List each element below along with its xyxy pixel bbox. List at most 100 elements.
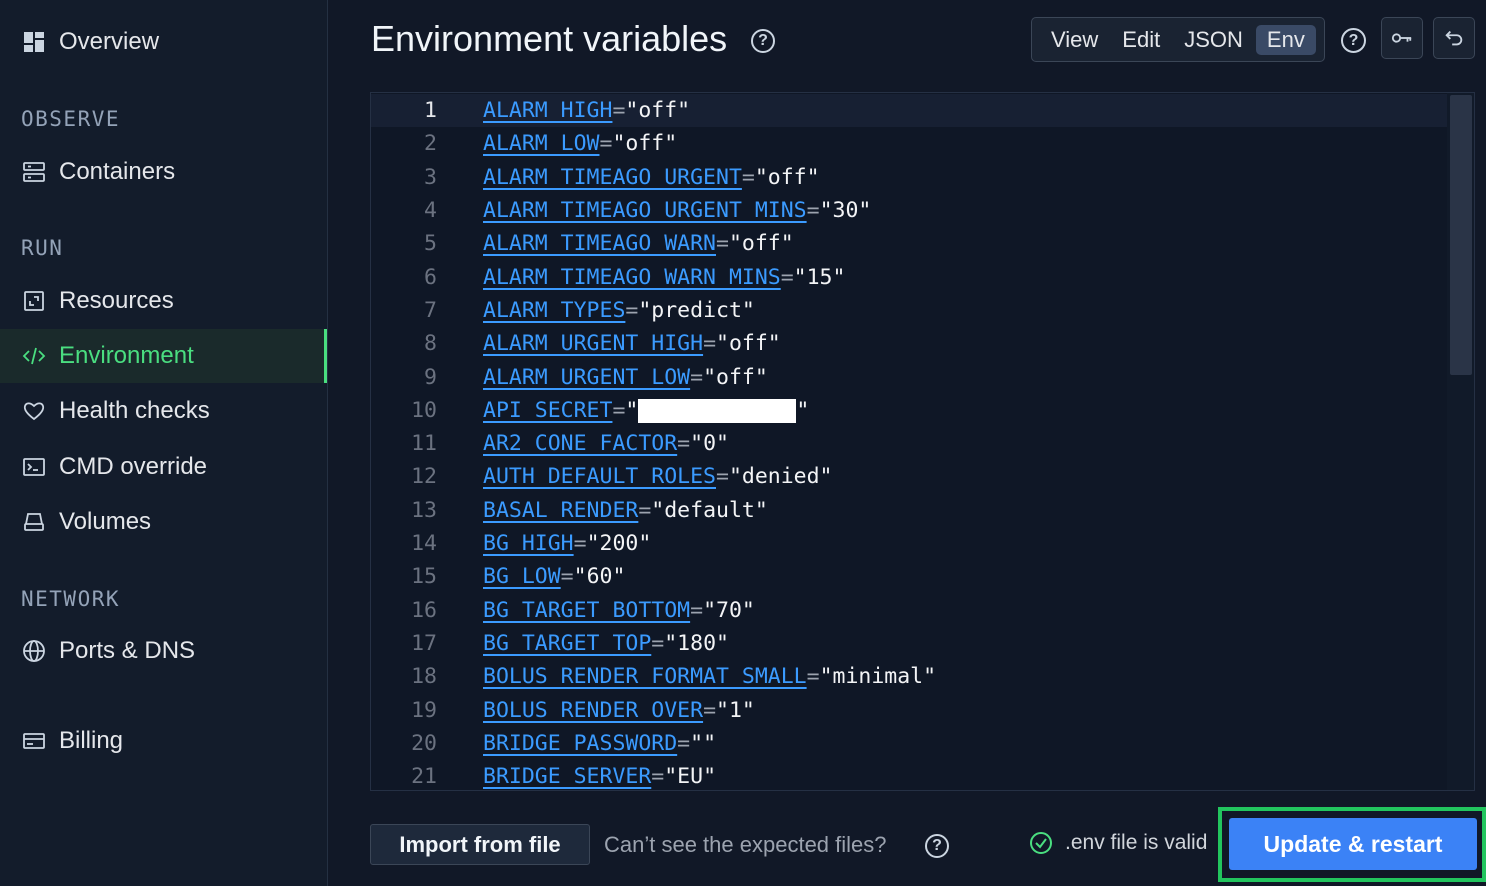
sidebar-item-label: Billing — [59, 727, 124, 754]
equals-sign: = — [638, 497, 652, 523]
env-entry[interactable]: ALARM_TIMEAGO_URGENT="off" — [483, 165, 820, 190]
editor-scrollbar[interactable] — [1447, 93, 1474, 790]
tab-json[interactable]: JSON — [1184, 26, 1243, 52]
code-line[interactable]: 13 BASAL_RENDER="default" — [371, 494, 1449, 527]
env-value: "200" — [586, 531, 652, 557]
sidebar-item-resources[interactable]: Resources — [0, 274, 327, 328]
env-entry[interactable]: BRIDGE_PASSWORD="" — [483, 731, 716, 756]
line-number: 6 — [424, 264, 437, 290]
equals-sign: = — [612, 98, 626, 124]
code-line[interactable]: 17 BG_TARGET_TOP="180" — [371, 627, 1449, 660]
line-number: 17 — [411, 630, 437, 656]
sidebar-item-billing[interactable]: Billing — [0, 714, 327, 768]
tab-env[interactable]: Env — [1255, 24, 1316, 55]
env-entry[interactable]: ALARM_TYPES="predict" — [483, 298, 755, 323]
env-key: ALARM_TIMEAGO_WARN_MINS — [483, 264, 781, 290]
sidebar-item-cmd-override[interactable]: CMD override — [0, 440, 327, 494]
resize-icon — [21, 288, 47, 314]
env-entry[interactable]: BG_TARGET_BOTTOM="70" — [483, 598, 755, 623]
equals-sign: = — [780, 264, 794, 290]
env-entry[interactable]: ALARM_URGENT_LOW="off" — [483, 365, 768, 390]
scrollbar-thumb[interactable] — [1450, 95, 1472, 375]
help-icon[interactable]: ? — [1341, 28, 1366, 53]
env-value: "denied" — [728, 464, 833, 490]
env-value: "15" — [793, 264, 846, 290]
code-line[interactable]: 12 AUTH_DEFAULT_ROLES="denied" — [371, 460, 1449, 493]
equals-sign: = — [625, 297, 639, 323]
help-icon[interactable]: ? — [751, 29, 775, 53]
env-entry[interactable]: BG_HIGH="200" — [483, 531, 651, 556]
env-entry[interactable]: ALARM_TIMEAGO_WARN_MINS="15" — [483, 265, 845, 290]
code-line[interactable]: 4 ALARM_TIMEAGO_URGENT_MINS="30" — [371, 194, 1449, 227]
env-entry[interactable]: API_SECRET="" — [483, 398, 809, 423]
tab-edit[interactable]: Edit — [1122, 26, 1161, 52]
env-key: ALARM_TIMEAGO_URGENT — [483, 164, 742, 190]
env-key: BG_LOW — [483, 564, 561, 590]
env-entry[interactable]: ALARM_HIGH="off" — [483, 98, 690, 123]
sidebar-item-overview[interactable]: Overview — [0, 15, 327, 69]
env-entry[interactable]: BRIDGE_SERVER="EU" — [483, 764, 716, 789]
env-entry[interactable]: BOLUS_RENDER_FORMAT_SMALL="minimal" — [483, 664, 936, 689]
help-icon[interactable]: ? — [925, 834, 949, 858]
env-entry[interactable]: AUTH_DEFAULT_ROLES="denied" — [483, 464, 833, 489]
section-label-run: RUN — [21, 236, 64, 260]
env-value: "70" — [703, 597, 755, 623]
missing-files-hint[interactable]: Can’t see the expected files? — [604, 832, 887, 857]
env-value: "30" — [819, 198, 872, 224]
env-value: "" — [690, 730, 717, 756]
tab-view[interactable]: View — [1051, 26, 1099, 52]
env-entry[interactable]: BG_LOW="60" — [483, 564, 625, 589]
env-key: ALARM_URGENT_HIGH — [483, 331, 704, 357]
line-number: 5 — [424, 231, 437, 257]
undo-button[interactable] — [1433, 17, 1475, 59]
env-entry[interactable]: ALARM_TIMEAGO_URGENT_MINS="30" — [483, 198, 871, 223]
env-entry[interactable]: ALARM_LOW="off" — [483, 131, 677, 156]
env-entry[interactable]: AR2_CONE_FACTOR="0" — [483, 431, 729, 456]
import-from-file-button[interactable]: Import from file — [370, 824, 590, 865]
code-line[interactable]: 6 ALARM_TIMEAGO_WARN_MINS="15" — [371, 261, 1449, 294]
sidebar-item-ports-dns[interactable]: Ports & DNS — [0, 624, 327, 678]
env-entry[interactable]: BASAL_RENDER="default" — [483, 498, 768, 523]
env-key: BASAL_RENDER — [483, 497, 639, 523]
line-number: 12 — [411, 464, 437, 490]
env-key: ALARM_URGENT_LOW — [483, 364, 691, 390]
secrets-button[interactable] — [1381, 17, 1423, 59]
sidebar-item-label: Health checks — [59, 397, 210, 424]
env-entry[interactable]: BG_TARGET_TOP="180" — [483, 631, 729, 656]
sidebar-item-volumes[interactable]: Volumes — [0, 495, 327, 549]
sidebar-item-environment[interactable]: Environment — [0, 329, 327, 383]
code-line[interactable]: 14 BG_HIGH="200" — [371, 527, 1449, 560]
sidebar-item-containers[interactable]: Containers — [0, 145, 327, 199]
code-line[interactable]: 5 ALARM_TIMEAGO_WARN="off" — [371, 227, 1449, 260]
equals-sign: = — [806, 198, 820, 224]
line-number: 4 — [424, 198, 437, 224]
env-entry[interactable]: BOLUS_RENDER_OVER="1" — [483, 698, 755, 723]
env-entry[interactable]: ALARM_TIMEAGO_WARN="off" — [483, 231, 794, 256]
sidebar-item-health-checks[interactable]: Health checks — [0, 384, 327, 438]
update-restart-button[interactable]: Update & restart — [1229, 818, 1477, 870]
line-number: 13 — [411, 497, 437, 523]
equals-sign: = — [599, 131, 613, 157]
code-line[interactable]: 20 BRIDGE_PASSWORD="" — [371, 727, 1449, 760]
equals-sign: = — [677, 431, 691, 457]
sidebar-item-label: CMD override — [59, 453, 208, 480]
line-number: 20 — [411, 730, 437, 756]
env-entry[interactable]: ALARM_URGENT_HIGH="off" — [483, 331, 781, 356]
line-number: 14 — [411, 531, 437, 557]
env-value: "off" — [716, 331, 781, 357]
globe-icon — [21, 638, 47, 664]
